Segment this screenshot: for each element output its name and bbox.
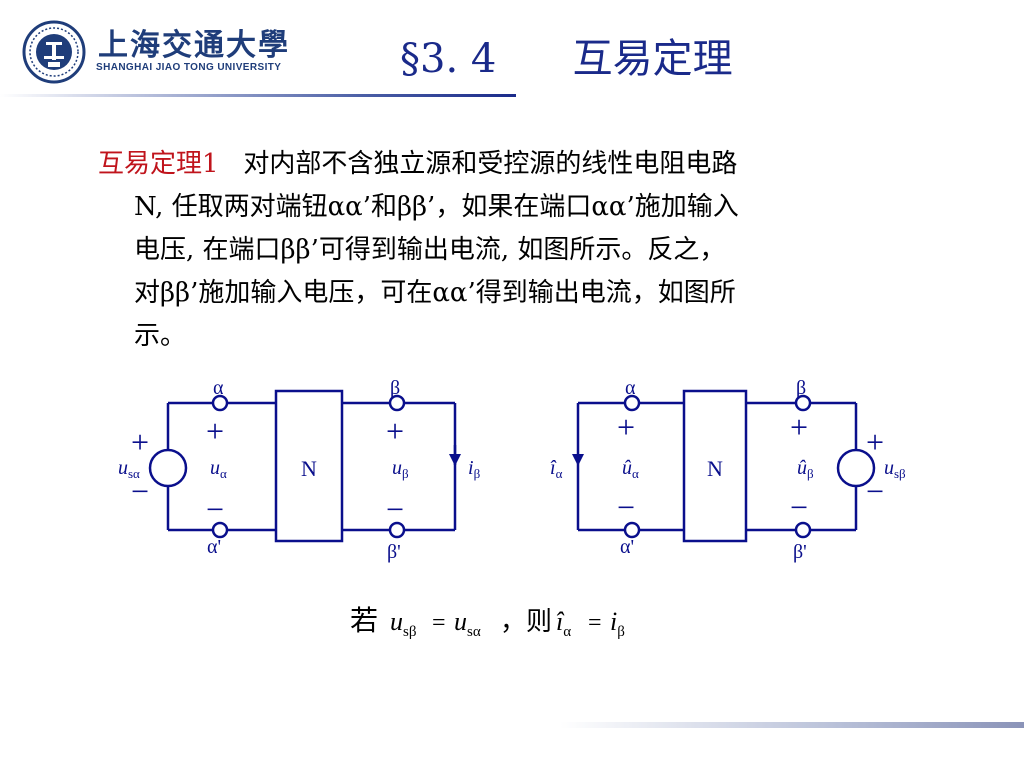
- theorem-line-4: 对ββ’施加输入电压，可在αα’得到输出电流，如图所: [134, 278, 736, 308]
- source-plus: +: [866, 424, 884, 460]
- label-network: N: [707, 456, 723, 481]
- terminal-alpha-prime-icon: [211, 521, 229, 539]
- network-box: [682, 389, 748, 543]
- port1-plus: +: [206, 413, 224, 449]
- label-port1-voltage: ûα: [622, 457, 639, 481]
- label-source-voltage: usα: [118, 457, 140, 481]
- formula-eq1: =: [432, 610, 446, 636]
- label-alpha-prime: α': [207, 536, 221, 558]
- source-minus: −: [131, 473, 149, 509]
- theorem-line-1: 互易定理1 对内部不含独立源和受控源的线性电阻电路: [98, 143, 948, 186]
- footer-decoration: [560, 722, 1024, 728]
- terminal-beta-icon: [794, 394, 812, 412]
- label-port1-voltage: uα: [210, 457, 227, 481]
- label-port2-voltage: uβ: [392, 457, 409, 481]
- circuit-right-labels: α α' β β' N + − + − + − îα ûα ûβ usβ: [550, 377, 906, 563]
- label-current: iβ: [468, 457, 481, 481]
- formula-ruo: 若: [350, 605, 378, 637]
- theorem-line-5: 示。: [134, 321, 187, 351]
- theorem-text-1: 对内部不含独立源和受控源的线性电阻电路: [243, 149, 738, 179]
- port1-plus: +: [617, 409, 635, 445]
- terminal-alpha-icon: [623, 394, 641, 412]
- theorem-paragraph: 互易定理1 对内部不含独立源和受控源的线性电阻电路 N, 任取两对端钮αα’和β…: [98, 143, 948, 358]
- circuit-left-labels: α α' β β' N + − + − + − usα uα uβ iβ: [118, 377, 481, 563]
- theorem-term: 互易定理1: [98, 149, 219, 179]
- port2-plus: +: [386, 413, 404, 449]
- label-beta: β: [796, 377, 806, 399]
- logo-english-name: SHANGHAI JIAO TONG UNIVERSITY: [96, 62, 282, 73]
- terminal-alpha-prime-icon: [623, 521, 641, 539]
- current-arrow-icon: [449, 454, 461, 466]
- university-logo: [22, 20, 86, 84]
- circuit-diagrams: α α' β β' N + − + − + − usα uα uβ iβ: [118, 377, 906, 563]
- source-minus: −: [866, 473, 884, 509]
- label-source-voltage: usβ: [884, 457, 906, 481]
- terminal-beta-prime-icon: [388, 521, 406, 539]
- label-alpha: α: [213, 377, 224, 399]
- title-underline: [0, 94, 516, 97]
- circuit-left: [148, 389, 461, 543]
- label-beta: β: [390, 377, 400, 399]
- terminal-beta-prime-icon: [794, 521, 812, 539]
- label-alpha: α: [625, 377, 636, 399]
- voltage-source-icon: [148, 448, 188, 488]
- source-plus: +: [131, 424, 149, 460]
- label-beta-prime: β': [387, 541, 401, 563]
- formula-eq2: =: [588, 610, 602, 636]
- voltage-source-icon: [836, 448, 876, 488]
- current-arrow-icon: [572, 454, 584, 466]
- formula-usb: usβ: [390, 607, 416, 640]
- label-port2-voltage: ûβ: [797, 457, 814, 481]
- formula-usa: usα: [454, 607, 481, 640]
- slide-title: §3. 4 互易定理: [400, 36, 733, 82]
- port2-minus: −: [386, 491, 404, 527]
- formula-i: iβ: [610, 607, 625, 640]
- circuit-right: [572, 389, 876, 543]
- port2-minus: −: [790, 489, 808, 525]
- label-current: îα: [550, 457, 563, 481]
- terminal-alpha-icon: [211, 394, 229, 412]
- label-network: N: [301, 456, 317, 481]
- label-beta-prime: β': [793, 541, 807, 563]
- port2-plus: +: [790, 409, 808, 445]
- theorem-line-3: 电压, 在端口ββ’可得到输出电流, 如图所示。反之，: [134, 235, 726, 265]
- formula-i-hat: îα: [556, 607, 571, 640]
- network-box: [274, 389, 344, 543]
- conclusion-formula: 若 usβ = usα ，则 îα = iβ: [350, 605, 625, 640]
- theorem-line-2: N, 任取两对端钮αα’和ββ’，如果在端口αα’施加输入: [134, 192, 739, 222]
- logo-chinese-name: 上海交通大學: [98, 28, 290, 63]
- terminal-beta-icon: [388, 394, 406, 412]
- port1-minus: −: [206, 491, 224, 527]
- formula-ze: ，则: [500, 607, 552, 636]
- label-alpha-prime: α': [620, 536, 634, 558]
- port1-minus: −: [617, 489, 635, 525]
